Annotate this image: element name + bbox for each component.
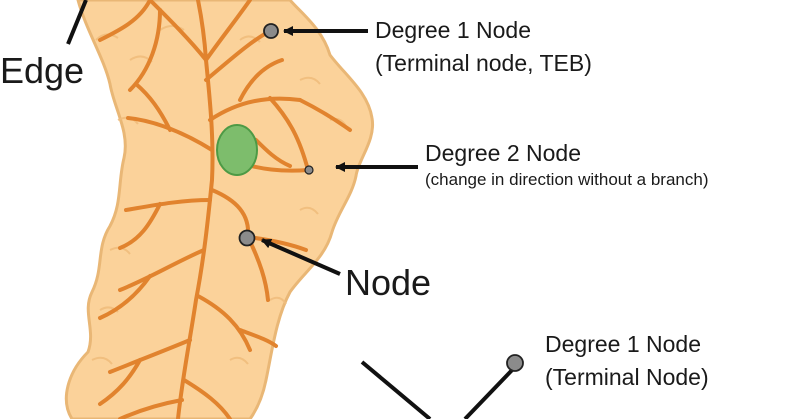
degree1-node-top-marker	[263, 23, 279, 39]
edge-label: Edge	[0, 50, 85, 91]
degree1-bottom-title: Degree 1 Node	[545, 331, 701, 357]
degree1-top-title: Degree 1 Node	[375, 17, 531, 43]
green-nucleus	[216, 124, 258, 176]
schematic-line-right	[463, 365, 517, 419]
degree2-node-marker	[304, 165, 314, 175]
edge-pointer-line	[66, 0, 88, 45]
node-arrow	[261, 238, 341, 276]
degree1-node-bottom-marker	[506, 354, 524, 372]
degree1-bottom-subtitle: (Terminal Node)	[545, 364, 709, 390]
node-label: Node	[345, 262, 432, 303]
degree1-top-subtitle: (Terminal node, TEB)	[375, 50, 592, 76]
branch-network	[98, 0, 352, 419]
tissue-body	[64, 0, 375, 419]
degree2-subtitle: (change in direction without a branch)	[425, 170, 709, 189]
degree2-title: Degree 2 Node	[425, 140, 581, 166]
node-marker	[238, 229, 256, 247]
schematic-line-left	[360, 360, 432, 419]
